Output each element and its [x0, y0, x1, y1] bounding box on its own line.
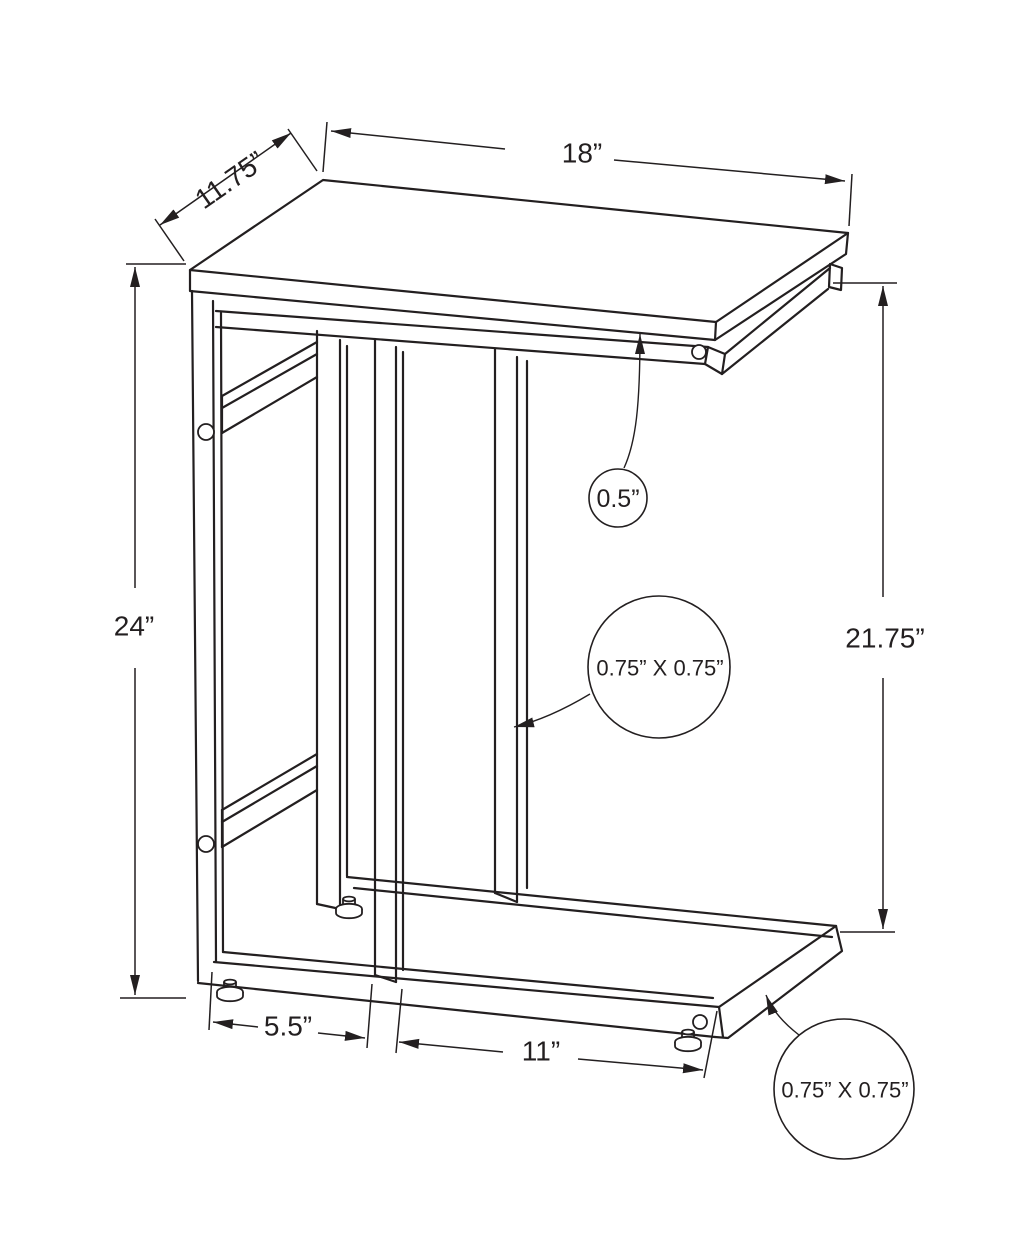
dim-label-base-clearance-width: 11” [522, 1036, 560, 1067]
extension-line [848, 173, 853, 227]
dimension-line-right [613, 159, 846, 185]
foot-disc-side [335, 909, 363, 920]
screw-cap-apron [691, 344, 707, 360]
foot-glide-front-right [674, 1028, 702, 1053]
dim-base-left-offset: 5.5” [208, 971, 373, 1049]
upper-stretcher-bottom-edge [220, 375, 319, 435]
callout-circle [588, 468, 648, 528]
foot-glide-front-left [216, 978, 244, 1003]
base-back-top-edge [345, 875, 838, 928]
upper-side-stretcher [220, 340, 319, 435]
foot-stem-top [681, 1028, 695, 1036]
leader-line [513, 693, 591, 728]
extension-line [287, 128, 318, 172]
leader-line [765, 994, 800, 1036]
apron-front-bottom-edge [214, 325, 707, 366]
dim-base-clearance-width: 11” [395, 988, 718, 1079]
callout-label-top-thickness: 0.5” [596, 485, 639, 513]
base-back-inner-edge [352, 886, 834, 939]
upper-stretcher-mid-edge [220, 352, 319, 410]
apron-right-top-edge [723, 266, 832, 356]
callout-top-thickness: 0.5” [588, 333, 648, 528]
callout-label-base-frame-section: 0.75” X 0.75” [781, 1078, 908, 1103]
dimension-line-left [330, 128, 506, 150]
dimension-line-left [212, 1019, 259, 1030]
dim-top-width: 18” [322, 121, 853, 227]
dim-label-base-left-offset: 5.5” [264, 1011, 312, 1042]
callout-circle [587, 595, 731, 739]
foot-glide-back-left [335, 895, 363, 920]
front-middle-leg [373, 337, 405, 984]
foot-stem-top [223, 978, 237, 986]
table-line-art [188, 178, 850, 1053]
post-corner-edge [211, 299, 218, 963]
dimension-line-left [398, 1038, 504, 1053]
dim-label-clearance-height: 21.75” [845, 623, 924, 654]
dim-label-overall-height: 24” [114, 611, 154, 642]
screw-cap-post-lower [197, 835, 215, 853]
dim-label-top-depth: 11.75” [189, 145, 270, 215]
apron-right-end-block [827, 262, 844, 292]
base-front-right-corner [717, 1005, 725, 1039]
base-platform [196, 875, 844, 1040]
dimension-line [159, 132, 292, 226]
screw-cap-base [692, 1014, 708, 1030]
extension-line [366, 983, 373, 1049]
callout-circle [773, 1018, 915, 1160]
tabletop-right-face [713, 231, 850, 342]
leader-line [623, 333, 645, 469]
foot-stem-top [342, 895, 356, 903]
extension-line [395, 988, 403, 1054]
extension-line [322, 121, 328, 173]
post-outer-edge [190, 289, 200, 983]
lower-stretcher-bottom-edge [220, 788, 319, 849]
dimension-line-right [577, 1058, 704, 1074]
base-front-bottom-edge [196, 981, 717, 1039]
callout-mid-leg-section: 0.75” X 0.75” [513, 595, 731, 739]
callout-base-frame-section: 0.75” X 0.75” [765, 994, 915, 1160]
back-middle-leg-bottom [493, 891, 519, 904]
apron-right-bottom-edge [720, 287, 830, 376]
dim-clearance-height: 21.75” [833, 282, 925, 933]
upper-stretcher-top-edge [220, 340, 319, 398]
screw-cap-post-upper [197, 423, 215, 441]
tabletop-front-face [188, 268, 718, 342]
lower-stretcher-top-edge [220, 752, 319, 812]
back-left-leg [315, 329, 349, 911]
dimension-line-right [317, 1030, 366, 1041]
extension-line [208, 971, 213, 1031]
base-right-inner-edge [717, 924, 838, 1009]
callout-label-mid-leg-section: 0.75” X 0.75” [596, 656, 723, 681]
dim-overall-height: 24” [114, 263, 186, 999]
foot-disc-side [216, 992, 244, 1003]
dim-top-depth: 11.75” [154, 128, 318, 262]
base-right-outer-edge [713, 924, 844, 1040]
extension-line [154, 218, 185, 262]
dim-label-top-width: 18” [562, 138, 602, 169]
apron-front-end-cap [703, 345, 727, 376]
left-front-post [190, 289, 225, 983]
extension-line [703, 1010, 718, 1079]
base-front-top-edge [212, 960, 721, 1009]
base-front-inner-edge [221, 950, 715, 1000]
foot-disc-side [674, 1042, 702, 1053]
lower-stretcher-mid-edge [220, 764, 319, 824]
back-middle-leg [493, 347, 529, 904]
lower-side-stretcher [220, 752, 319, 849]
apron-frame [214, 262, 844, 376]
apron-front-top-edge [214, 309, 710, 349]
